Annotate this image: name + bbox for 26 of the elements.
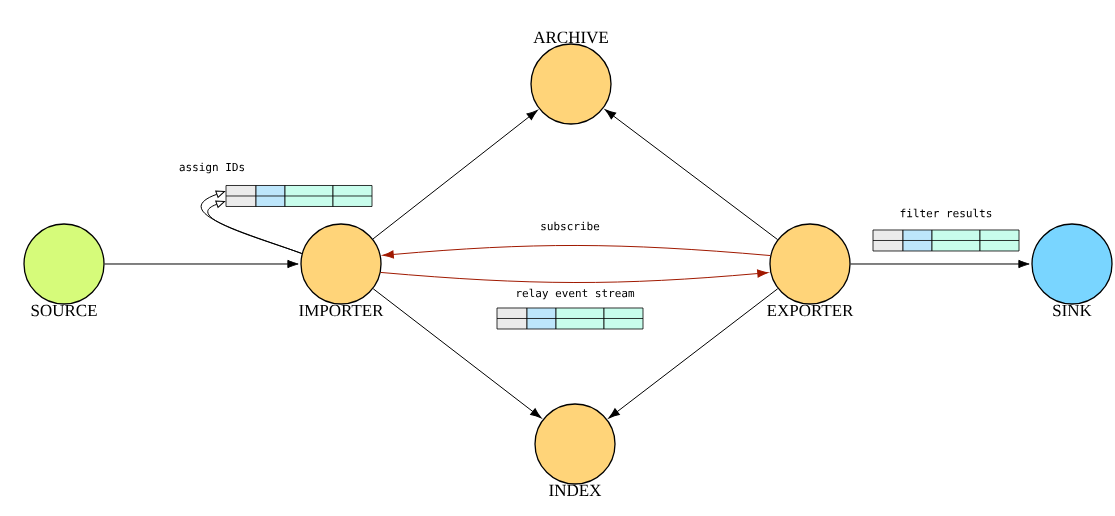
arrow — [372, 109, 538, 240]
circle-node — [23, 223, 105, 317]
circle-node — [534, 403, 616, 496]
node-label: ARCHIVE — [533, 31, 608, 44]
circle-node — [299, 223, 384, 317]
arrow — [104, 259, 299, 269]
node-label: EXPORTER — [767, 304, 854, 317]
edge-label: relay event stream — [517, 288, 635, 300]
arrow — [380, 269, 769, 283]
edge-label: subscribe — [541, 221, 600, 231]
edge-label: assign IDs — [179, 162, 245, 174]
circle-node — [1031, 223, 1113, 317]
edge-label: filter results — [900, 208, 992, 218]
node-label: INDEX — [549, 484, 602, 496]
circle-node — [767, 223, 854, 317]
arrow — [850, 259, 1030, 269]
arrow — [207, 200, 303, 254]
arrow — [382, 245, 771, 259]
node-label: IMPORTER — [299, 304, 384, 317]
message-record-drawing — [225, 185, 373, 207]
node-label: SOURCE — [31, 304, 97, 317]
arrow — [608, 288, 779, 419]
arrow — [604, 109, 779, 241]
arrow — [372, 288, 542, 419]
circle-node — [530, 31, 612, 125]
node-label: SINK — [1053, 304, 1092, 317]
